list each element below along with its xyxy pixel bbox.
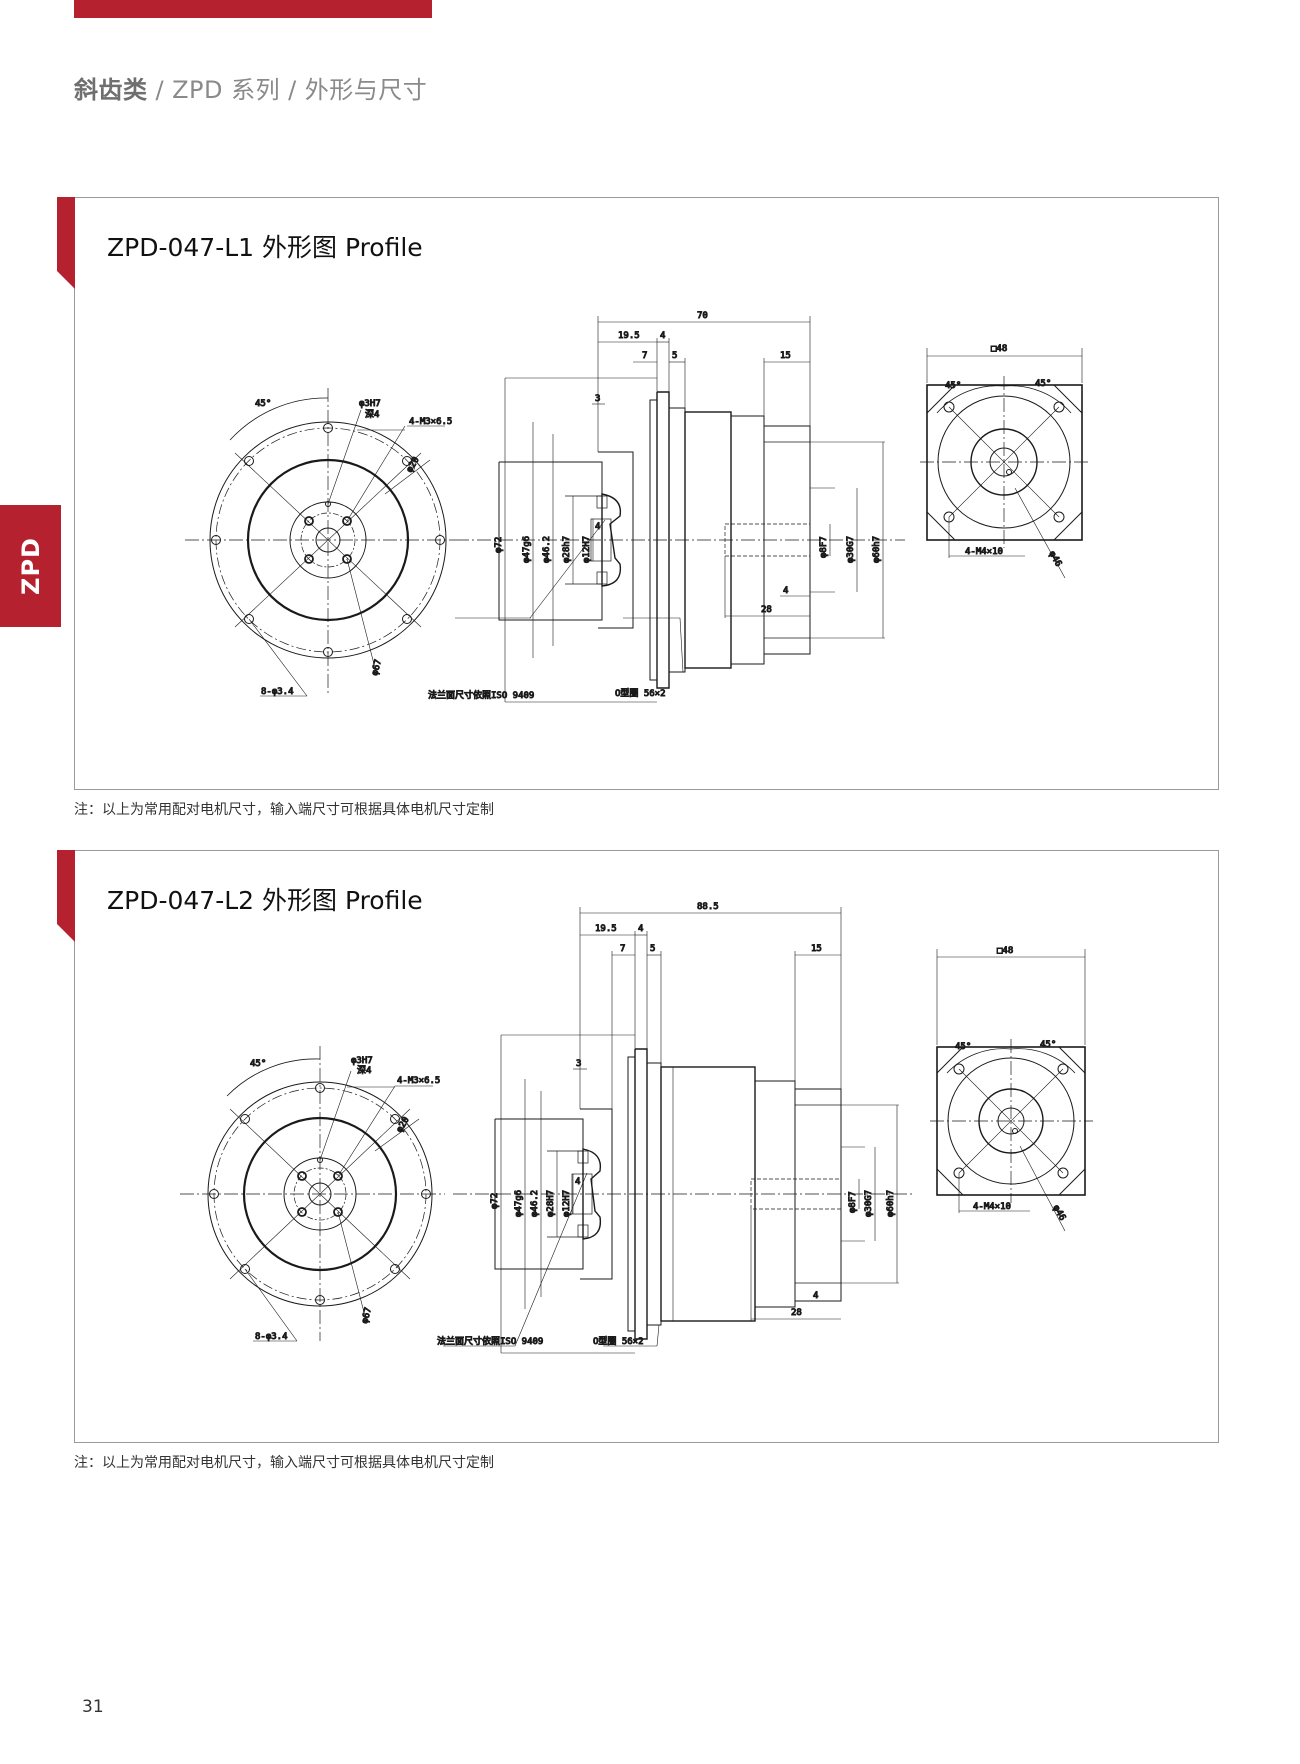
breadcrumb-separator: / [288,76,297,104]
dim-label: 4 [595,522,600,532]
dim-label: 8-φ3.4 [261,687,294,697]
dim-label: 7 [642,351,647,361]
dim-label: 15 [780,351,791,361]
dim-label: 4 [783,586,788,596]
dim-label: φ30G7 [846,536,856,563]
dim-label: 45° [1035,379,1051,389]
dim-label: φ46.2 [542,536,552,563]
dim-label: φ47g6 [514,1190,524,1217]
dim-label: 4-M4×10 [965,547,1003,557]
dim-label: 5 [650,944,655,954]
drawing-panel: ZPD-047-L2 外形图 Profile [57,850,1219,1443]
technical-drawing: 45° φ3H7 深4 4-M3×6.5 φ20 φ67 8-φ3.4 [185,311,1090,703]
top-accent-bar [74,0,432,18]
dim-label: φ60h7 [886,1190,896,1217]
dim-label: 19.5 [618,331,640,341]
dim-label: 5 [672,351,677,361]
side-section-tab: ZPD [0,505,61,627]
dim-label: φ67 [360,1306,374,1324]
dim-label: 15 [811,944,822,954]
dim-label: 45° [250,1059,266,1069]
dim-label: 4-M3×6.5 [409,417,452,427]
dim-label: φ28H7 [546,1190,556,1217]
dim-label: φ8F7 [819,536,829,558]
oring-label: O型圈 56×2 [615,688,666,699]
dim-label: 深4 [365,409,379,420]
side-view: 70 19.5 4 7 5 15 3 4 4 28 φ72 φ47g6 φ46.… [428,311,905,703]
dim-label: φ20 [395,1115,412,1134]
drawing-note: 注：以上为常用配对电机尺寸，输入端尺寸可根据具体电机尺寸定制 [74,1455,494,1471]
flange-note: 法兰面尺寸依照ISO 9409 [428,689,534,701]
dim-label: 70 [697,311,708,321]
page-number: 31 [82,1697,104,1717]
dim-label: 19.5 [595,924,617,934]
breadcrumb: 斜齿类/ZPD 系列/外形与尺寸 [74,70,427,105]
dim-label: 45° [945,381,961,391]
dim-label: φ12H7 [562,1190,572,1217]
drawing-title: ZPD-047-L2 外形图 Profile [107,886,423,915]
dim-label: φ72 [490,1193,500,1209]
drawing-panel: ZPD-047-L1 外形图 Profile [57,197,1219,790]
dim-label: 7 [620,944,625,954]
dim-label: 4-M4×10 [973,1202,1011,1212]
dim-label: φ28h7 [562,536,572,563]
dim-label: 4 [813,1291,818,1301]
corner-flag [57,850,75,942]
oring-label: O型圈 56×2 [593,1336,644,1347]
rear-view: □48 45° 45° 4-M4×10 φ46 [930,946,1093,1232]
dim-label: 4-M3×6.5 [397,1076,440,1086]
dim-label: φ46.2 [530,1190,540,1217]
dim-label: 45° [955,1042,971,1052]
rear-view: □48 45° 45° 4-M4×10 φ46 [920,344,1090,579]
dim-label: φ67 [370,658,384,676]
dim-label: 3 [595,394,600,404]
dim-label: 3 [576,1059,581,1069]
breadcrumb-series: ZPD 系列 [172,76,281,104]
dim-label: 28 [761,605,772,615]
dim-label: □48 [991,344,1007,354]
drawing-title: ZPD-047-L1 外形图 Profile [107,233,423,262]
dim-label: φ3H7 [359,399,381,409]
dim-label: φ60h7 [872,536,882,563]
dim-label: φ3H7 [351,1056,373,1066]
side-view: 88.5 19.5 4 7 5 15 3 4 4 28 φ72 φ47g6 φ4… [437,902,915,1354]
technical-drawing: 45° φ3H7 深4 4-M3×6.5 φ20 φ67 8-φ3.4 [180,902,1093,1354]
dim-label: φ46 [1046,550,1063,569]
dim-label: φ12H7 [582,536,592,563]
front-view: 45° φ3H7 深4 4-M3×6.5 φ20 φ67 8-φ3.4 [185,388,455,698]
drawing-note: 注：以上为常用配对电机尺寸，输入端尺寸可根据具体电机尺寸定制 [74,802,494,818]
dim-label: φ46 [1050,1204,1067,1223]
corner-flag [57,197,75,289]
flange-note: 法兰面尺寸依照ISO 9409 [437,1335,543,1347]
dim-label: φ72 [494,537,504,553]
dim-label: 45° [1040,1040,1056,1050]
dim-label: 4 [660,331,665,341]
dim-label: 28 [791,1308,802,1318]
dim-label: 8-φ3.4 [255,1332,288,1342]
dim-label: □48 [997,946,1013,956]
breadcrumb-section: 外形与尺寸 [304,76,428,104]
front-view: 45° φ3H7 深4 4-M3×6.5 φ20 φ67 8-φ3.4 [180,1046,445,1343]
dim-label: φ47g6 [522,536,532,563]
side-tab-label: ZPD [16,537,45,595]
breadcrumb-separator: / [155,76,165,104]
breadcrumb-category: 斜齿类 [74,76,148,104]
dim-label: 4 [575,1177,580,1187]
dim-label: 88.5 [697,902,719,912]
dim-label: 深4 [357,1065,371,1076]
dim-label: φ8F7 [848,1191,858,1213]
dim-label: 4 [638,924,643,934]
dim-label: φ30G7 [864,1190,874,1217]
dim-label: 45° [255,399,271,409]
